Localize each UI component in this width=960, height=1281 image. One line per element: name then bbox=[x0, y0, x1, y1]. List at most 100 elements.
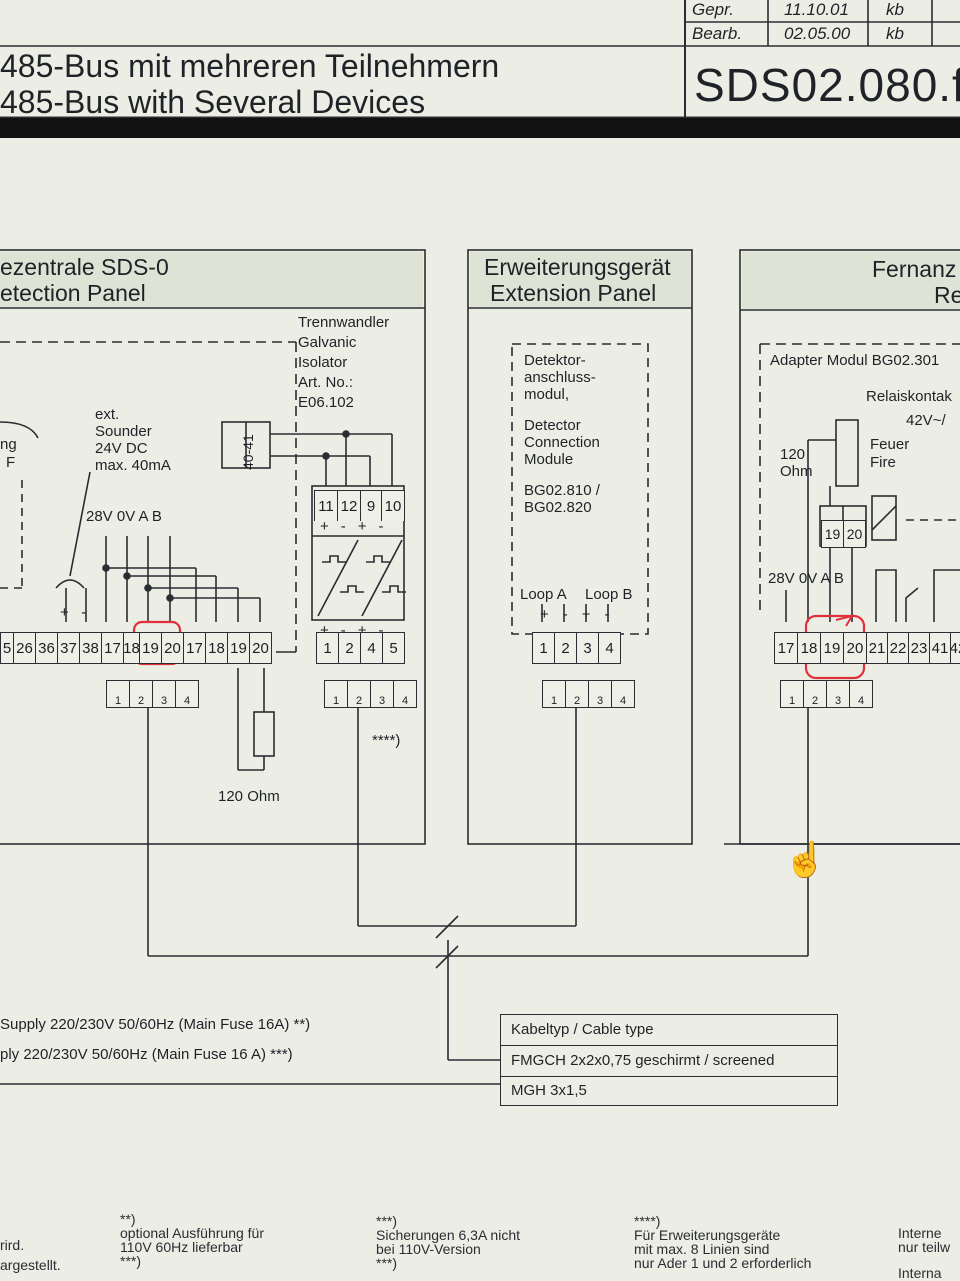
feuer-label: Feuer bbox=[870, 436, 910, 453]
sub-terminal: 1 bbox=[106, 680, 129, 708]
remote-terminal-strip: 17 18 19 20 21 22 23 41 42 bbox=[774, 632, 960, 664]
sub-terminal: 1 bbox=[780, 680, 803, 708]
gepr-label: Gepr. bbox=[692, 0, 734, 19]
terminal: 3 bbox=[576, 632, 598, 664]
footnote-col-3: ***) Sicherungen 6,3A nicht bei 110V-Ver… bbox=[376, 1213, 520, 1271]
terminal: 19 bbox=[821, 520, 843, 548]
bus-labels-remote: 28V 0V A B bbox=[768, 570, 844, 587]
terminal: 37 bbox=[57, 632, 79, 664]
extension-terminal-strip: 1 2 3 4 bbox=[532, 632, 621, 664]
terminal: 5 bbox=[382, 632, 405, 664]
terminal: 17 bbox=[101, 632, 123, 664]
sub-terminal: 3 bbox=[370, 680, 393, 708]
sounder-polarity: + - bbox=[60, 604, 87, 621]
extension-title-de: Erweiterungsgerät bbox=[484, 254, 671, 280]
bearb-date: 02.05.00 bbox=[784, 24, 851, 43]
header-band bbox=[0, 118, 960, 138]
supply-line-1: Supply 220/230V 50/60Hz (Main Fuse 16A) … bbox=[0, 1016, 311, 1033]
terminal: 20 bbox=[161, 632, 183, 664]
sub-terminal: 4 bbox=[393, 680, 417, 708]
sounder-label: ext. Sounder 24V DC max. 40mA bbox=[95, 406, 171, 474]
loop-b-label: Loop B bbox=[585, 586, 633, 603]
title-en: 485-Bus with Several Devices bbox=[0, 84, 426, 120]
sub-terminal: 3 bbox=[588, 680, 611, 708]
bus-labels-detection: 28V 0V A B bbox=[86, 508, 162, 525]
remote-sub-terminals: 1 2 3 4 bbox=[780, 680, 873, 708]
sub-terminal: 2 bbox=[347, 680, 370, 708]
terminal: 17 bbox=[774, 632, 797, 664]
footnote-col-2: **) optional Ausführung für 110V 60Hz li… bbox=[120, 1211, 264, 1269]
terminal: 1 bbox=[532, 632, 554, 664]
terminal: 5 bbox=[0, 632, 13, 664]
cable-table-header: Kabeltyp / Cable type bbox=[501, 1015, 837, 1046]
hand-cursor-icon[interactable]: ☝ bbox=[784, 841, 827, 879]
cable-type-table: Kabeltyp / Cable type FMGCH 2x2x0,75 ges… bbox=[500, 1014, 838, 1106]
extension-panel-header bbox=[470, 252, 691, 307]
detector-module-label: Detektor- anschluss- modul, Detector Con… bbox=[524, 352, 600, 516]
terminal: 42 bbox=[950, 632, 960, 664]
supply-line-2: ply 220/230V 50/60Hz (Main Fuse 16 A) **… bbox=[0, 1046, 293, 1063]
detection-title-de: ezentrale SDS-0 bbox=[0, 254, 169, 280]
bearb-initials: kb bbox=[886, 24, 904, 43]
terminal: 23 bbox=[908, 632, 929, 664]
loop-polarity: +-+- bbox=[540, 606, 624, 623]
gepr-date: 11.10.01 bbox=[784, 0, 849, 19]
terminal: 1 bbox=[316, 632, 338, 664]
relay-40-41: 40-41 bbox=[240, 434, 256, 470]
extension-sub-terminals: 1 2 3 4 bbox=[542, 680, 635, 708]
extension-title-en: Extension Panel bbox=[490, 280, 657, 306]
document-number: SDS02.080.f bbox=[694, 59, 960, 111]
terminal: 20 bbox=[843, 520, 866, 548]
bearb-label: Bearb. bbox=[692, 24, 743, 43]
terminal: 18 bbox=[797, 632, 820, 664]
terminal: 9 bbox=[360, 490, 381, 521]
terminal: 38 bbox=[79, 632, 101, 664]
note-ref: ****) bbox=[372, 732, 401, 749]
terminal: 11 bbox=[314, 490, 337, 521]
sub-terminal: 1 bbox=[542, 680, 565, 708]
remote-resistor-label: 120 Ohm bbox=[780, 446, 813, 480]
loop-a-label: Loop A bbox=[520, 586, 567, 603]
detection-title-en: etection Panel bbox=[0, 280, 146, 306]
terminal: 19 bbox=[227, 632, 249, 664]
terminal: 2 bbox=[554, 632, 576, 664]
terminal: 19 bbox=[139, 632, 161, 664]
gepr-initials: kb bbox=[886, 0, 904, 19]
sub-terminal: 3 bbox=[826, 680, 849, 708]
isolator-top-terminals: 11 12 9 10 bbox=[314, 490, 405, 521]
remote-title-de: Fernanz bbox=[872, 256, 957, 282]
cable-table-row: FMGCH 2x2x0,75 geschirmt / screened bbox=[501, 1046, 837, 1077]
left-partial-1: ng bbox=[0, 436, 17, 453]
left-partial-2: F bbox=[6, 454, 16, 471]
terminal: 4 bbox=[598, 632, 621, 664]
terminal: 41 bbox=[929, 632, 950, 664]
detection-sub-terminals: 1 2 3 4 bbox=[106, 680, 199, 708]
detection-terminal-strip: 5 26 36 37 38 17 18 19 20 17 18 19 20 bbox=[0, 632, 272, 664]
remote-title-en: Re bbox=[934, 282, 960, 308]
terminal: 12 bbox=[337, 490, 360, 521]
sub-terminal: 3 bbox=[152, 680, 175, 708]
footnote-col-5: Interne nur teilw Interna bbox=[898, 1225, 951, 1281]
resistor-label: 120 Ohm bbox=[218, 788, 280, 805]
sub-terminal: 4 bbox=[175, 680, 199, 708]
detection-panel-header bbox=[0, 252, 423, 307]
cable-table-row: MGH 3x1,5 bbox=[511, 1082, 587, 1099]
remote-panel-header bbox=[742, 252, 960, 309]
fire-label: Fire bbox=[870, 454, 896, 471]
relay-voltage-label: 42V~/ bbox=[906, 412, 946, 429]
terminal: 10 bbox=[381, 490, 405, 521]
sub-terminal: 1 bbox=[324, 680, 347, 708]
terminal: 4 bbox=[360, 632, 382, 664]
sub-terminal: 2 bbox=[803, 680, 826, 708]
isolator-label: Trennwandler Galvanic Isolator Art. No.:… bbox=[298, 314, 390, 411]
terminal: 18 bbox=[123, 632, 140, 664]
isolator-bottom-terminals: 1 2 4 5 bbox=[316, 632, 405, 664]
remote-top-terminals: 19 20 bbox=[821, 520, 866, 548]
footnote-col-1: rird. argestellt. bbox=[0, 1237, 61, 1273]
isolator-top-polarity: +-+- bbox=[320, 518, 396, 535]
adapter-module-label: Adapter Modul BG02.301 bbox=[770, 352, 940, 369]
relay-contact-label: Relaiskontak bbox=[866, 388, 952, 405]
terminal: 36 bbox=[35, 632, 57, 664]
footnote-col-4: ****) Für Erweiterungsgeräte mit max. 8 … bbox=[634, 1213, 812, 1271]
